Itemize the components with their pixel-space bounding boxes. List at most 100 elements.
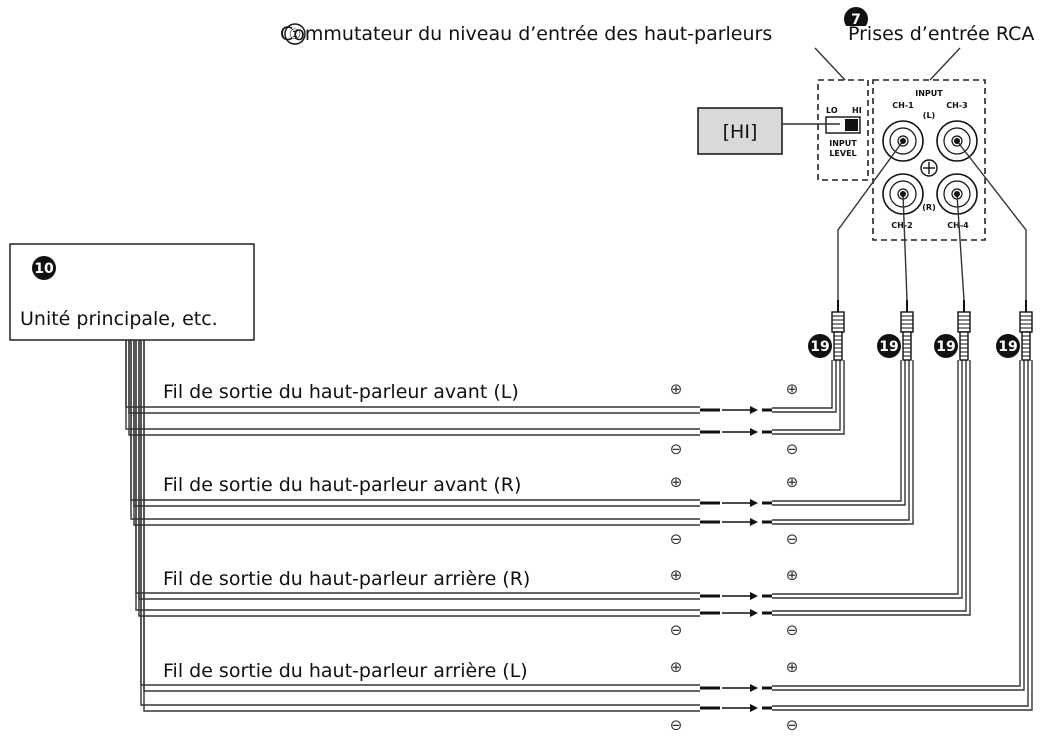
rca-panel-title: INPUT bbox=[915, 89, 943, 98]
wire-front-left-out-minus-a bbox=[772, 360, 841, 431]
rca-plug-front-left bbox=[831, 300, 845, 361]
wire-front-left-out-plus-a bbox=[772, 360, 833, 409]
rca-jack-ch3 bbox=[936, 120, 978, 162]
wire-rear-right-minus-right-symbol: ⊖ bbox=[786, 621, 799, 639]
wire-rear-left-out-plus-a bbox=[772, 360, 1021, 687]
wire-front-right-arrow-icon-1 bbox=[750, 518, 758, 526]
rca-jack-ch4 bbox=[936, 173, 978, 215]
wire-label-front-right: Fil de sortie du haut-parleur avant (R) bbox=[163, 474, 521, 496]
wire-front-left-minus-left-symbol: ⊖ bbox=[670, 440, 683, 458]
plug-to-jack-end-front-right bbox=[900, 191, 906, 197]
rca-ch1-label: CH-1 bbox=[892, 101, 914, 110]
wire-rear-left-plus-right-symbol: ⊕ bbox=[786, 658, 799, 676]
wire-rear-right-out-minus-a bbox=[772, 360, 967, 612]
switch-body bbox=[825, 116, 861, 134]
wire-rear-right-plus-1 bbox=[138, 340, 700, 600]
wire-front-left-minus-0 bbox=[125, 340, 700, 430]
rca-plug-rear-right bbox=[957, 300, 971, 361]
wire-rear-left-arrow-icon-0 bbox=[750, 684, 758, 692]
wire-label-front-left: Fil de sortie du haut-parleur avant (L) bbox=[163, 381, 519, 403]
wire-label-rear-left: Fil de sortie du haut-parleur arrière (L… bbox=[163, 660, 528, 682]
connector-marker-rear-left-circle bbox=[996, 334, 1020, 358]
switch-lo-label: LO bbox=[826, 106, 838, 115]
wire-front-left-arrow-icon-0 bbox=[750, 406, 758, 414]
wire-rear-right-minus-left-symbol: ⊖ bbox=[670, 621, 683, 639]
rca-ch2-label: CH-2 bbox=[891, 221, 912, 230]
wire-front-right-minus-0 bbox=[130, 340, 700, 520]
rca-left-label: (L) bbox=[923, 111, 935, 120]
wire-rear-left-minus-right-symbol: ⊖ bbox=[786, 716, 799, 734]
wire-rear-right-out-minus-b bbox=[772, 360, 971, 616]
wire-front-right-arrow-icon-0 bbox=[750, 499, 758, 507]
rca-jack-ch2 bbox=[882, 173, 924, 215]
hi-setting-label: [HI] bbox=[723, 121, 758, 143]
wire-front-right-out-minus-b bbox=[772, 360, 914, 525]
ground-icon bbox=[920, 159, 938, 177]
switch-knob bbox=[845, 119, 858, 131]
input-level-switch-frame bbox=[817, 79, 869, 181]
rca-jack-ch1 bbox=[882, 120, 924, 162]
wire-rear-left-out-minus-a bbox=[772, 360, 1029, 707]
wire-rear-right-arrow-icon-1 bbox=[750, 609, 758, 617]
plug-to-jack-end-rear-right bbox=[954, 191, 960, 197]
head-unit-marker: 10 bbox=[34, 261, 54, 277]
item1-leader bbox=[814, 47, 846, 81]
rca-ch4-label: CH-4 bbox=[947, 221, 969, 230]
switch-caption-line2: LEVEL bbox=[829, 149, 856, 158]
wire-rear-left-minus-left-symbol: ⊖ bbox=[670, 716, 683, 734]
wire-rear-left-out-minus-b bbox=[772, 360, 1033, 711]
wire-front-left-plus-left-symbol: ⊕ bbox=[670, 380, 683, 398]
connector-marker-rear-right-circle bbox=[934, 334, 958, 358]
wire-rear-right-out-plus-a bbox=[772, 360, 959, 595]
hi-setting-box bbox=[697, 107, 783, 155]
switch-caption-line1: INPUT bbox=[829, 139, 857, 148]
wire-front-left-out-plus-b bbox=[772, 360, 837, 413]
wire-front-right-minus-1 bbox=[133, 340, 700, 526]
item7-marker-circle bbox=[844, 7, 868, 31]
item1-marker: ① bbox=[289, 27, 302, 43]
rca-ch3-label: CH-3 bbox=[946, 101, 967, 110]
wire-front-left-minus-1 bbox=[128, 340, 700, 436]
rca-right-label: (R) bbox=[922, 203, 935, 212]
wire-front-left-minus-right-symbol: ⊖ bbox=[786, 440, 799, 458]
connector-marker-front-right-circle bbox=[877, 334, 901, 358]
wire-front-left-arrow-icon-1 bbox=[750, 428, 758, 436]
wire-rear-right-plus-right-symbol: ⊕ bbox=[786, 566, 799, 584]
head-unit-marker-circle bbox=[32, 256, 56, 280]
wire-rear-right-arrow-icon-0 bbox=[750, 592, 758, 600]
plug-to-jack-link-rear-left bbox=[956, 140, 1027, 300]
wire-label-rear-right: Fil de sortie du haut-parleur arrière (R… bbox=[163, 568, 530, 590]
wire-rear-right-plus-0 bbox=[135, 340, 700, 594]
rca-jacks bbox=[882, 120, 978, 215]
plug-to-jack-link-front-left bbox=[837, 140, 904, 300]
wire-front-left-out-minus-b bbox=[772, 360, 845, 435]
plug-to-jack-end-front-left bbox=[900, 138, 906, 144]
wire-rear-right-minus-0 bbox=[135, 340, 700, 611]
switch-hi-label: HI bbox=[852, 106, 862, 115]
wire-front-right-plus-left-symbol: ⊕ bbox=[670, 473, 683, 491]
item7-marker: 7 bbox=[851, 12, 861, 28]
wire-rear-left-arrow-icon-1 bbox=[750, 704, 758, 712]
wire-rear-left-plus-left-symbol: ⊕ bbox=[670, 658, 683, 676]
plug-to-jack-end-rear-left bbox=[954, 138, 960, 144]
head-unit-label: Unité principale, etc. bbox=[20, 308, 218, 330]
wire-rear-right-minus-1 bbox=[138, 340, 700, 617]
connector-marker-rear-left: 19 bbox=[998, 339, 1017, 355]
wire-rear-right-plus-left-symbol: ⊕ bbox=[670, 566, 683, 584]
wire-front-right-minus-left-symbol: ⊖ bbox=[670, 530, 683, 548]
plug-to-jack-link-front-right bbox=[902, 193, 908, 301]
wire-front-right-plus-right-symbol: ⊕ bbox=[786, 473, 799, 491]
rca-input-frame bbox=[872, 79, 986, 241]
wire-front-left-plus-right-symbol: ⊕ bbox=[786, 380, 799, 398]
wire-rear-left-minus-0 bbox=[140, 340, 700, 706]
wire-rear-left-minus-1 bbox=[143, 340, 700, 712]
plug-to-jack-link-rear-right bbox=[956, 193, 965, 301]
wire-front-right-out-plus-a bbox=[772, 360, 902, 502]
connector-marker-front-right: 19 bbox=[879, 339, 898, 355]
connector-marker-front-left: 19 bbox=[810, 339, 829, 355]
wire-front-right-out-minus-a bbox=[772, 360, 910, 521]
item7-leader bbox=[929, 47, 961, 81]
item7-label: Prises d’entrée RCA bbox=[848, 23, 1034, 45]
wire-rear-right-out-plus-b bbox=[772, 360, 963, 599]
